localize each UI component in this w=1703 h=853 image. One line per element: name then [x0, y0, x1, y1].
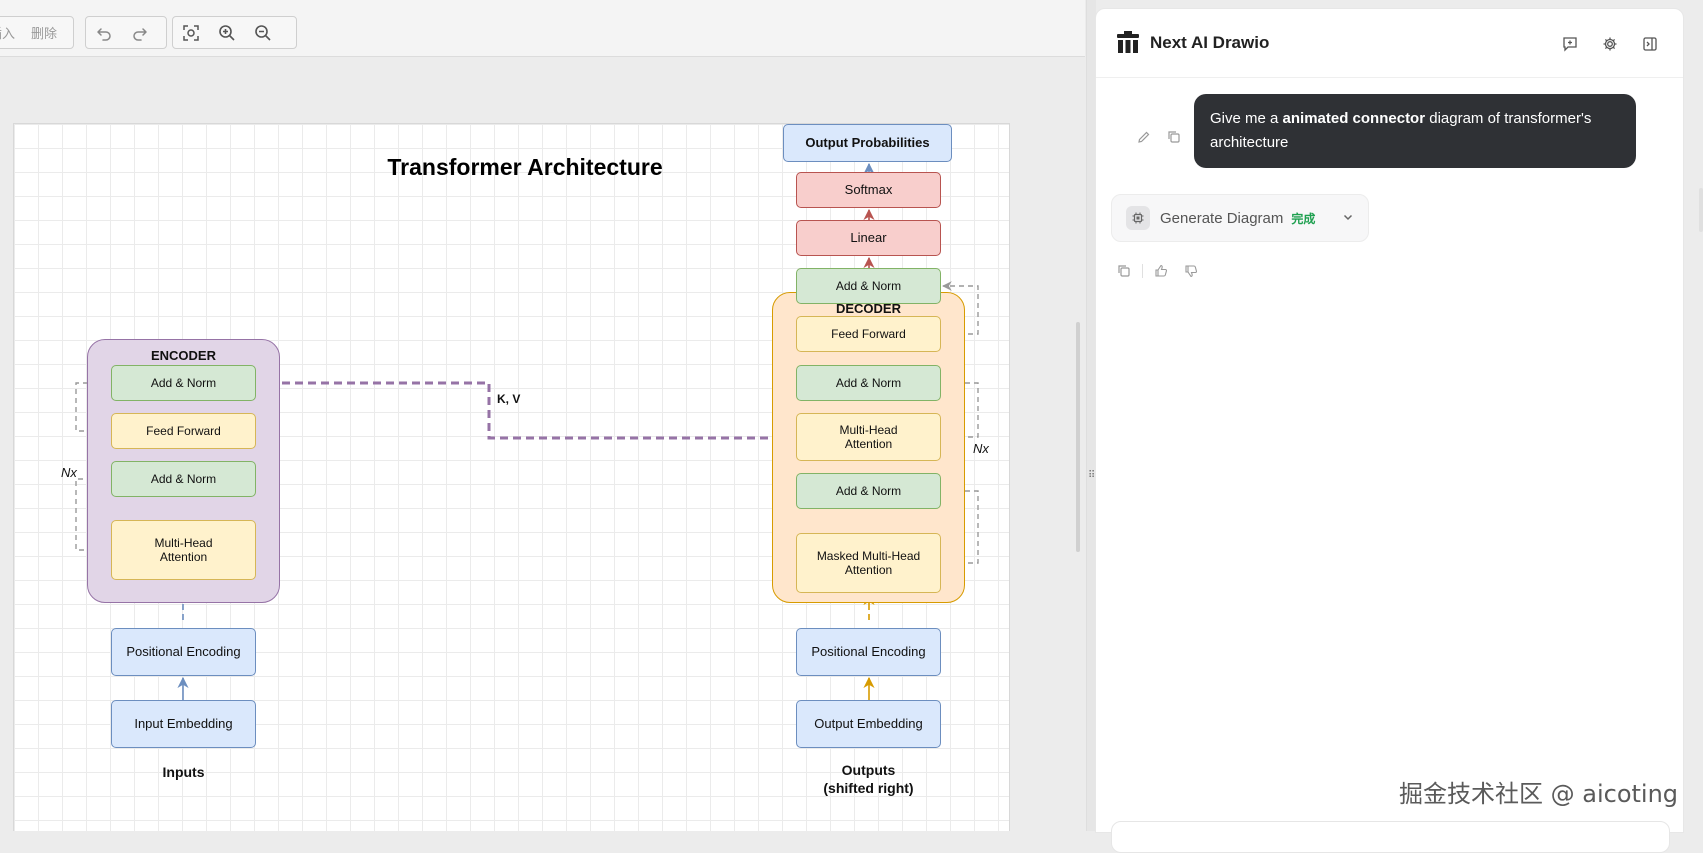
encoder-add-norm-bottom[interactable]: Add & Norm: [111, 461, 256, 497]
encoder-positional-encoding[interactable]: Positional Encoding: [111, 628, 256, 676]
app-logo-icon: [1117, 31, 1139, 53]
canvas-scrollbar[interactable]: [1076, 322, 1080, 552]
decoder-add-norm-top[interactable]: Add & Norm: [796, 268, 941, 304]
chat-input-area[interactable]: [1111, 821, 1670, 853]
thumbs-down-icon: [1185, 265, 1198, 278]
editor-toolbar: 插入 删除: [0, 0, 1085, 57]
decoder-add-norm-mid[interactable]: Add & Norm: [796, 365, 941, 401]
decoder-masked-multi-head-attention[interactable]: Masked Multi-Head Attention: [796, 533, 941, 593]
decoder-masked-multi-head-label: Masked Multi-Head Attention: [816, 549, 921, 577]
encoder-multi-head-attention[interactable]: Multi-Head Attention: [111, 520, 256, 580]
response-actions: [1114, 261, 1201, 281]
message-text-suffix: diagram of transformer's architecture: [1210, 110, 1592, 151]
thumbs-up-icon: [1155, 264, 1168, 277]
view-group: [172, 16, 297, 49]
zoom-out-icon: [255, 24, 271, 41]
zoom-in-icon: [219, 24, 235, 41]
undo-icon: [97, 27, 111, 41]
decoder-add-norm-low[interactable]: Add & Norm: [796, 473, 941, 509]
fit-button[interactable]: [173, 17, 209, 48]
panel-splitter[interactable]: ⠿: [1086, 0, 1096, 831]
chat-header: Next AI Drawio: [1096, 9, 1683, 78]
edge-tab[interactable]: [1699, 188, 1703, 232]
zoom-in-button[interactable]: [209, 17, 245, 48]
drag-handle-icon[interactable]: ⠿: [1088, 470, 1096, 481]
message-text-prefix: Give me a: [1210, 110, 1283, 127]
output-probabilities[interactable]: Output Probabilities: [783, 124, 952, 162]
app-title: Next AI Drawio: [1150, 33, 1270, 52]
decoder-label: DECODER: [835, 301, 901, 316]
encoder-multi-head-label: Multi-Head Attention: [154, 536, 213, 564]
copy-icon: [1118, 265, 1130, 277]
decoder-feed-forward[interactable]: Feed Forward: [796, 316, 941, 352]
chat-panel: Next AI Drawio Give me a animated connec…: [1095, 8, 1684, 853]
edge-kv-connector: [256, 381, 796, 447]
thumbs-down-button[interactable]: [1181, 261, 1201, 281]
encoder-feed-forward[interactable]: Feed Forward: [111, 413, 256, 449]
copy-response-button[interactable]: [1114, 261, 1134, 281]
encoder-nx-label: Nx: [61, 465, 77, 480]
redo-icon: [133, 27, 147, 41]
encoder-label: ENCODER: [150, 348, 216, 363]
cpu-icon: [1126, 206, 1150, 230]
chevron-down-icon[interactable]: [1342, 210, 1354, 226]
encoder-input-embedding[interactable]: Input Embedding: [111, 700, 256, 748]
zoom-out-button[interactable]: [245, 17, 281, 48]
diagram-page[interactable]: Transformer Architecture ENCODER Add & N…: [13, 123, 1010, 831]
thumbs-up-button[interactable]: [1151, 261, 1171, 281]
linear-node[interactable]: Linear: [796, 220, 941, 256]
message-text-bold: animated connector: [1282, 110, 1426, 127]
history-group: [85, 16, 167, 49]
header-actions: [1559, 33, 1661, 55]
fit-icon: [183, 24, 199, 41]
decoder-positional-encoding[interactable]: Positional Encoding: [796, 628, 941, 676]
decoder-multi-head-label: Multi-Head Attention: [839, 423, 898, 451]
inputs-label: Inputs: [162, 764, 205, 780]
new-chat-icon: [1563, 37, 1577, 52]
undo-button[interactable]: [86, 17, 122, 48]
pencil-icon: [1138, 131, 1150, 143]
copy-icon: [1168, 131, 1180, 143]
diagram-title: Transformer Architecture: [387, 154, 663, 180]
output-embedding[interactable]: Output Embedding: [796, 700, 941, 748]
copy-message-button[interactable]: [1164, 127, 1184, 147]
softmax-node[interactable]: Softmax: [796, 172, 941, 208]
collapse-panel-button[interactable]: [1639, 33, 1661, 55]
settings-icon: [1603, 37, 1617, 51]
collapse-panel-icon: [1643, 37, 1657, 51]
new-chat-button[interactable]: [1559, 33, 1581, 55]
actions-separator: [1142, 264, 1143, 278]
insert-button[interactable]: 插入: [0, 26, 16, 41]
outputs-label: Outputs: [841, 762, 896, 778]
kv-label: K, V: [497, 392, 521, 406]
delete-button[interactable]: 删除: [31, 26, 58, 41]
outputs-sublabel: (shifted right): [823, 780, 914, 796]
decoder-nx-label: Nx: [973, 441, 989, 456]
tool-name: Generate Diagram: [1160, 209, 1284, 227]
settings-button[interactable]: [1599, 33, 1621, 55]
watermark-text: 掘金技术社区 @ aicoting: [1399, 780, 1679, 808]
edit-group: 插入 删除: [0, 16, 74, 49]
tool-call-card[interactable]: Generate Diagram 完成: [1111, 194, 1369, 242]
user-message-bubble: Give me a animated connector diagram of …: [1194, 94, 1636, 168]
encoder-add-norm-top[interactable]: Add & Norm: [111, 365, 256, 401]
redo-button[interactable]: [122, 17, 158, 48]
diagram-canvas[interactable]: Transformer Architecture ENCODER Add & N…: [0, 57, 1085, 831]
edit-message-button[interactable]: [1134, 127, 1154, 147]
tool-status-badge: 完成: [1291, 211, 1316, 226]
decoder-multi-head-attention[interactable]: Multi-Head Attention: [796, 413, 941, 461]
